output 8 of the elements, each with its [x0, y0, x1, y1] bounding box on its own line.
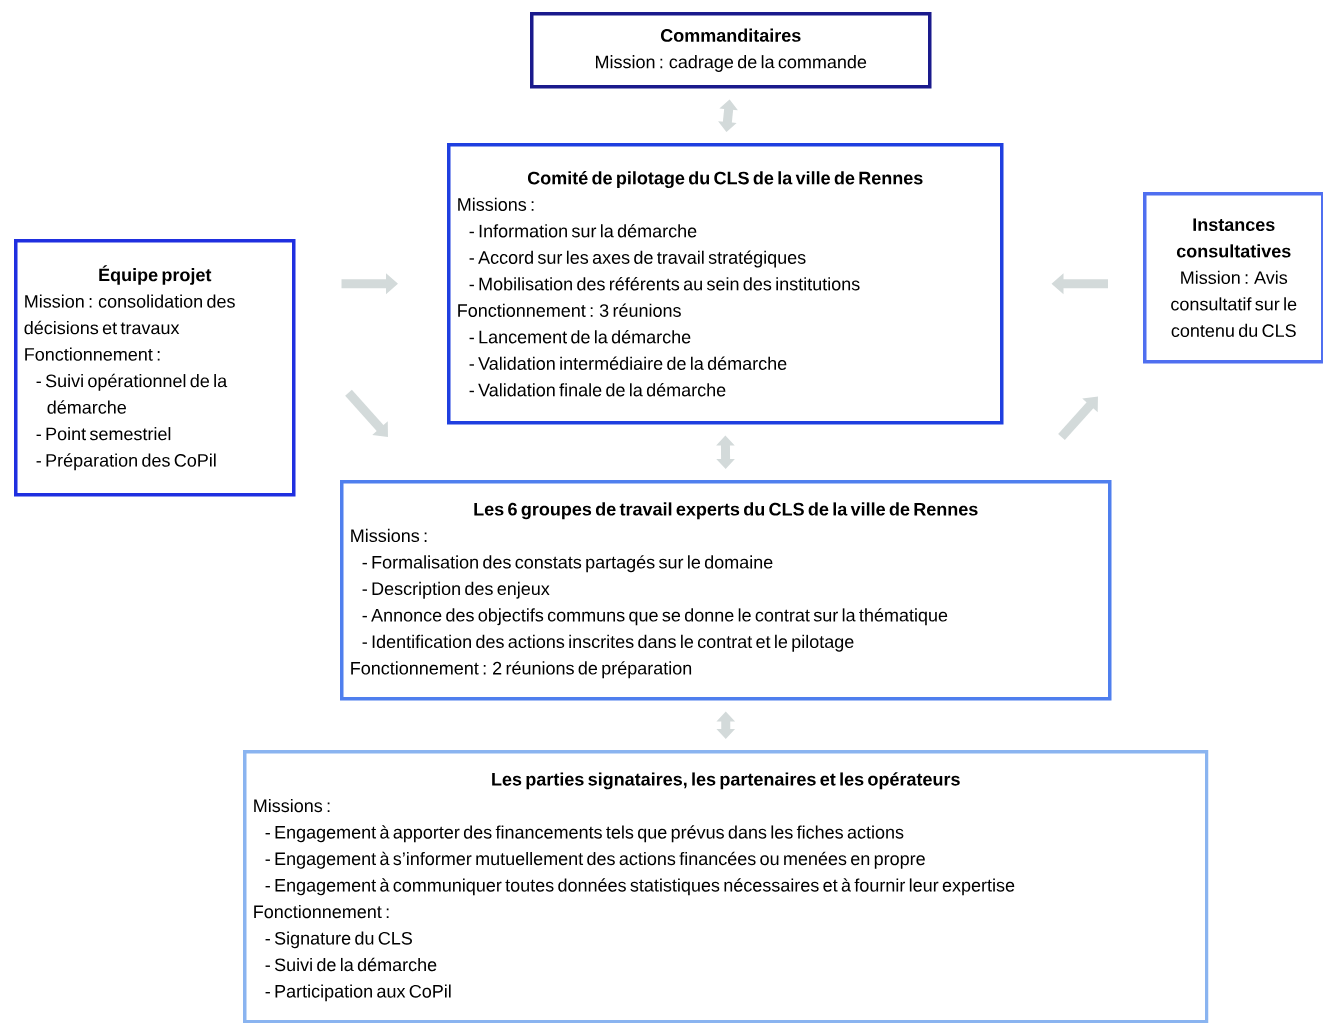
info-box: Équipe projet Mission : consolidation des décisions et travaux Fonctionnement : - Suivi opérationnel de la démarche - Point semestriel - Préparation des CoPil	[14, 239, 296, 497]
block-arrow	[1058, 396, 1098, 441]
info-box: Les 6 groupes de travail experts du CLS de la ville de Rennes Missions : - Formalisation des constats partagés sur le domaine - Description des enjeux - Annonce des objectifs communs que se donne le contrat sur la thématique - Identification des actions inscrites dans le contrat et le pilotage Fonctionnement : 2 réunions de préparation	[340, 480, 1112, 701]
info-box: Instances consultatives Mission : Avis consultatif sur le contenu du CLS	[1143, 192, 1323, 364]
info-box: Les parties signataires, les partenaires et les opérateurs Missions : - Engagement à apporter des financements tels que prévus dans les fiches actions - Engagement à s’informer mutuellement des actions financées ou menées en propre - Engagement à communiquer toutes données statistiques nécessaires et à fournir leur expertise Fonctionnement : - Signature du CLS - Suivi de la démarche - Participation aux CoPil	[243, 750, 1209, 1023]
block-arrow	[345, 389, 388, 437]
info-box: Commanditaires Mission : cadrage de la commande	[530, 12, 932, 89]
info-box: Comité de pilotage du CLS de la ville de Rennes Missions : - Information sur la démarche - Accord sur les axes de travail stratégiques - Mobilisation des référents au sein des institutions Fonctionnement : 3 réunions - Lancement de la démarche - Validation intermédiaire de la démarche - Validation finale de la démarche	[447, 143, 1004, 425]
